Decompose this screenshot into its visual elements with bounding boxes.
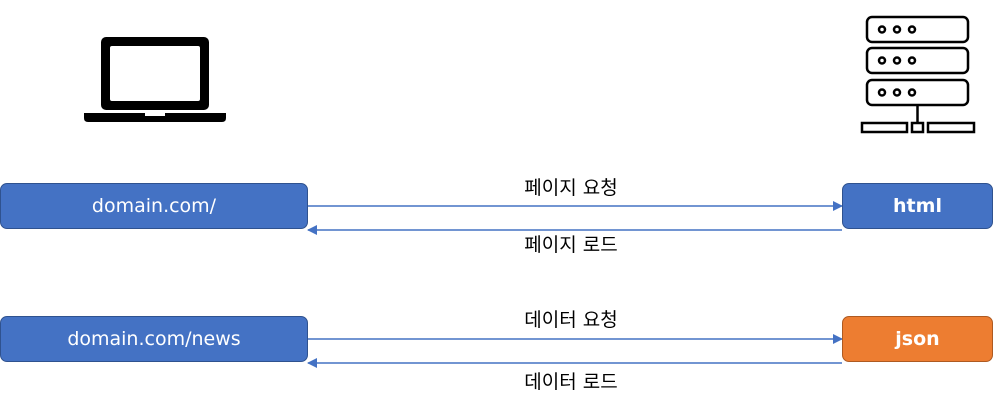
row1-request-label: 페이지 요청 [524,177,618,199]
client-url-box-1: domain.com/ [0,183,308,229]
server-response-box-html: html [842,183,993,229]
row2-response-label: 데이터 로드 [524,371,618,393]
row1-response-label: 페이지 로드 [524,234,618,256]
client-url-box-2: domain.com/news [0,316,308,362]
row2-request-label: 데이터 요청 [524,309,618,331]
laptop-icon [84,37,226,122]
server-response-box-json: json [842,316,993,362]
server-icon [860,15,976,134]
